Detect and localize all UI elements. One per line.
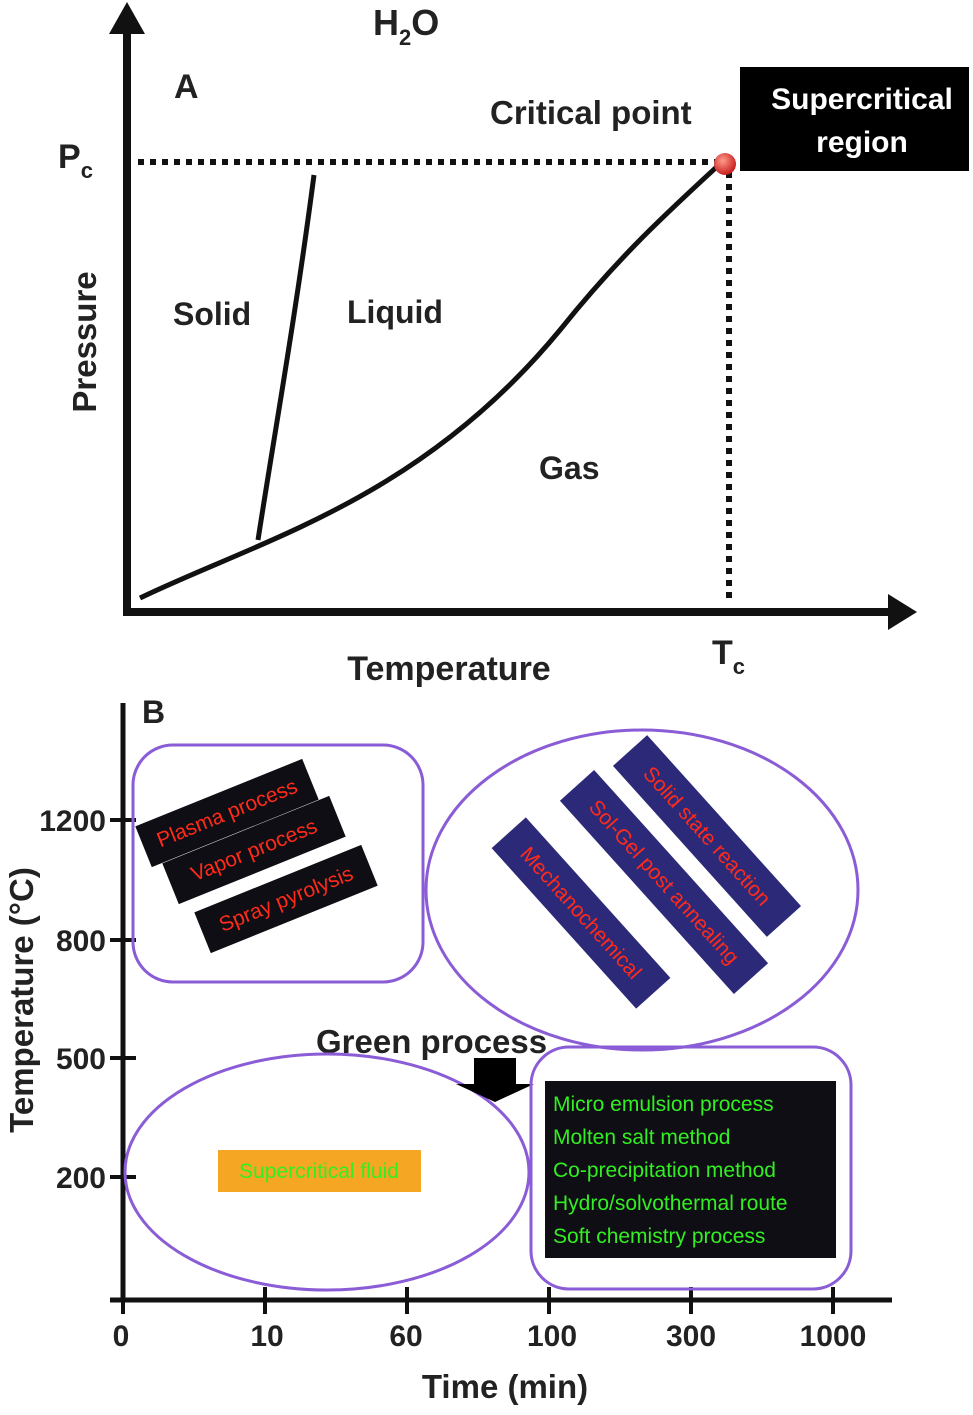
liquid-region-label: Liquid <box>347 294 443 330</box>
high-temp-short-time-group <box>131 743 425 984</box>
y-tick-label-1200: 1200 <box>39 805 106 838</box>
x-tick-label-0: 0 <box>113 1320 130 1353</box>
y-tick-label-500: 500 <box>56 1043 106 1076</box>
x-tick-label-1000: 1000 <box>800 1320 867 1353</box>
critical-point-marker <box>714 153 736 175</box>
y-tick-label-800: 800 <box>56 925 106 958</box>
panel-a-x-axis-label: Temperature <box>347 650 550 688</box>
panel-b-x-axis-label: Time (min) <box>422 1368 588 1405</box>
soft-method-4: Hydro/solvothermal route <box>553 1192 788 1215</box>
panel-b: 1200 800 500 200 0 10 60 100 300 1000 Te… <box>3 694 892 1405</box>
supercritical-fluid-box <box>218 1150 421 1192</box>
green-process-arrow <box>456 1058 534 1102</box>
soft-method-2: Molten salt method <box>553 1126 730 1149</box>
soft-chemistry-group <box>529 1045 853 1291</box>
panel-a-title: H2O <box>373 2 439 50</box>
pc-label: Pc <box>58 138 93 183</box>
panel-a-x-arrowhead <box>888 594 917 630</box>
solid-region-label: Solid <box>173 296 251 332</box>
soft-chemistry-box <box>545 1081 836 1258</box>
sublimation-vaporization-curve <box>138 160 724 601</box>
melting-curve <box>255 174 317 541</box>
soft-method-5: Soft chemistry process <box>553 1225 765 1248</box>
tc-label: Tc <box>712 634 745 679</box>
soft-method-1: Micro emulsion process <box>553 1093 774 1116</box>
x-tick-label-60: 60 <box>389 1320 422 1353</box>
panel-a-y-arrowhead <box>109 2 145 34</box>
supercritical-fluid-group <box>123 1052 531 1292</box>
gas-region-label: Gas <box>539 450 599 486</box>
soft-method-3: Co-precipitation method <box>553 1159 776 1182</box>
panel-a: Supercritical region H2O A Critical poin… <box>58 2 969 688</box>
supercritical-fluid-text: Supercritical fluid <box>239 1160 399 1183</box>
panel-b-y-axis-label: Temperature (°C) <box>3 867 40 1133</box>
panel-a-y-axis-label: Pressure <box>66 271 103 412</box>
panel-a-label: A <box>174 68 199 106</box>
y-tick-label-200: 200 <box>56 1162 106 1195</box>
supercritical-region-box <box>740 67 969 171</box>
x-tick-label-10: 10 <box>250 1320 283 1353</box>
high-temp-long-time-group <box>424 728 860 1052</box>
x-tick-label-100: 100 <box>527 1320 577 1353</box>
panel-b-label: B <box>142 694 165 730</box>
supercritical-region-line-2: region <box>816 126 908 159</box>
supercritical-region-line-1: Supercritical <box>771 83 953 116</box>
critical-point-label: Critical point <box>490 94 692 131</box>
x-tick-label-300: 300 <box>666 1320 716 1353</box>
